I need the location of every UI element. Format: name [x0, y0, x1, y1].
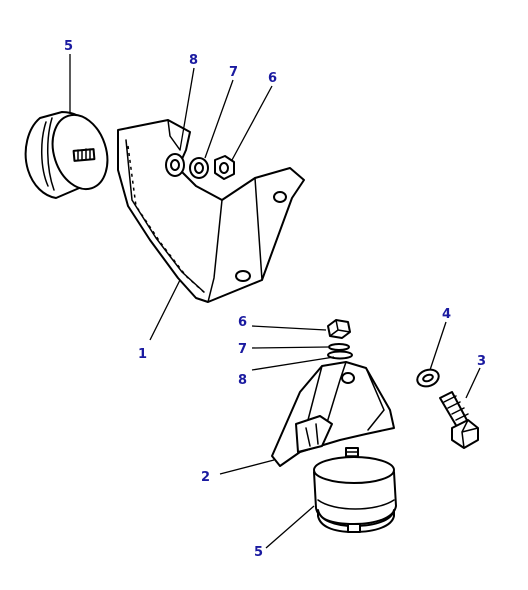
rubber-mounting-top [24, 111, 109, 199]
callout-1: 1 [138, 347, 147, 362]
bracket [117, 119, 305, 303]
callout-2: 2 [201, 470, 210, 485]
callout-8-middle: 8 [238, 373, 247, 388]
lower-bracket [271, 361, 395, 467]
bolt [439, 391, 479, 449]
callout-5-bottom: 5 [254, 545, 263, 560]
rubber-mounting-bottom [313, 447, 397, 533]
callout-7-middle: 7 [238, 342, 247, 357]
callout-5-top: 5 [64, 39, 73, 54]
callout-7-top: 7 [229, 65, 238, 80]
callout-4: 4 [442, 307, 451, 322]
callout-3: 3 [477, 354, 486, 369]
callout-8-top: 8 [189, 53, 198, 68]
spring-washer-top [189, 157, 209, 179]
spring-washer-middle [328, 343, 350, 351]
nut-middle [327, 319, 351, 339]
flat-washer-middle [327, 350, 353, 360]
flat-washer-top [165, 153, 185, 177]
callout-6-top: 6 [268, 71, 277, 86]
nut-top [214, 155, 235, 180]
callout-6-middle: 6 [238, 315, 247, 330]
leader-lines [69, 54, 481, 549]
spring-washer-right [416, 368, 440, 388]
